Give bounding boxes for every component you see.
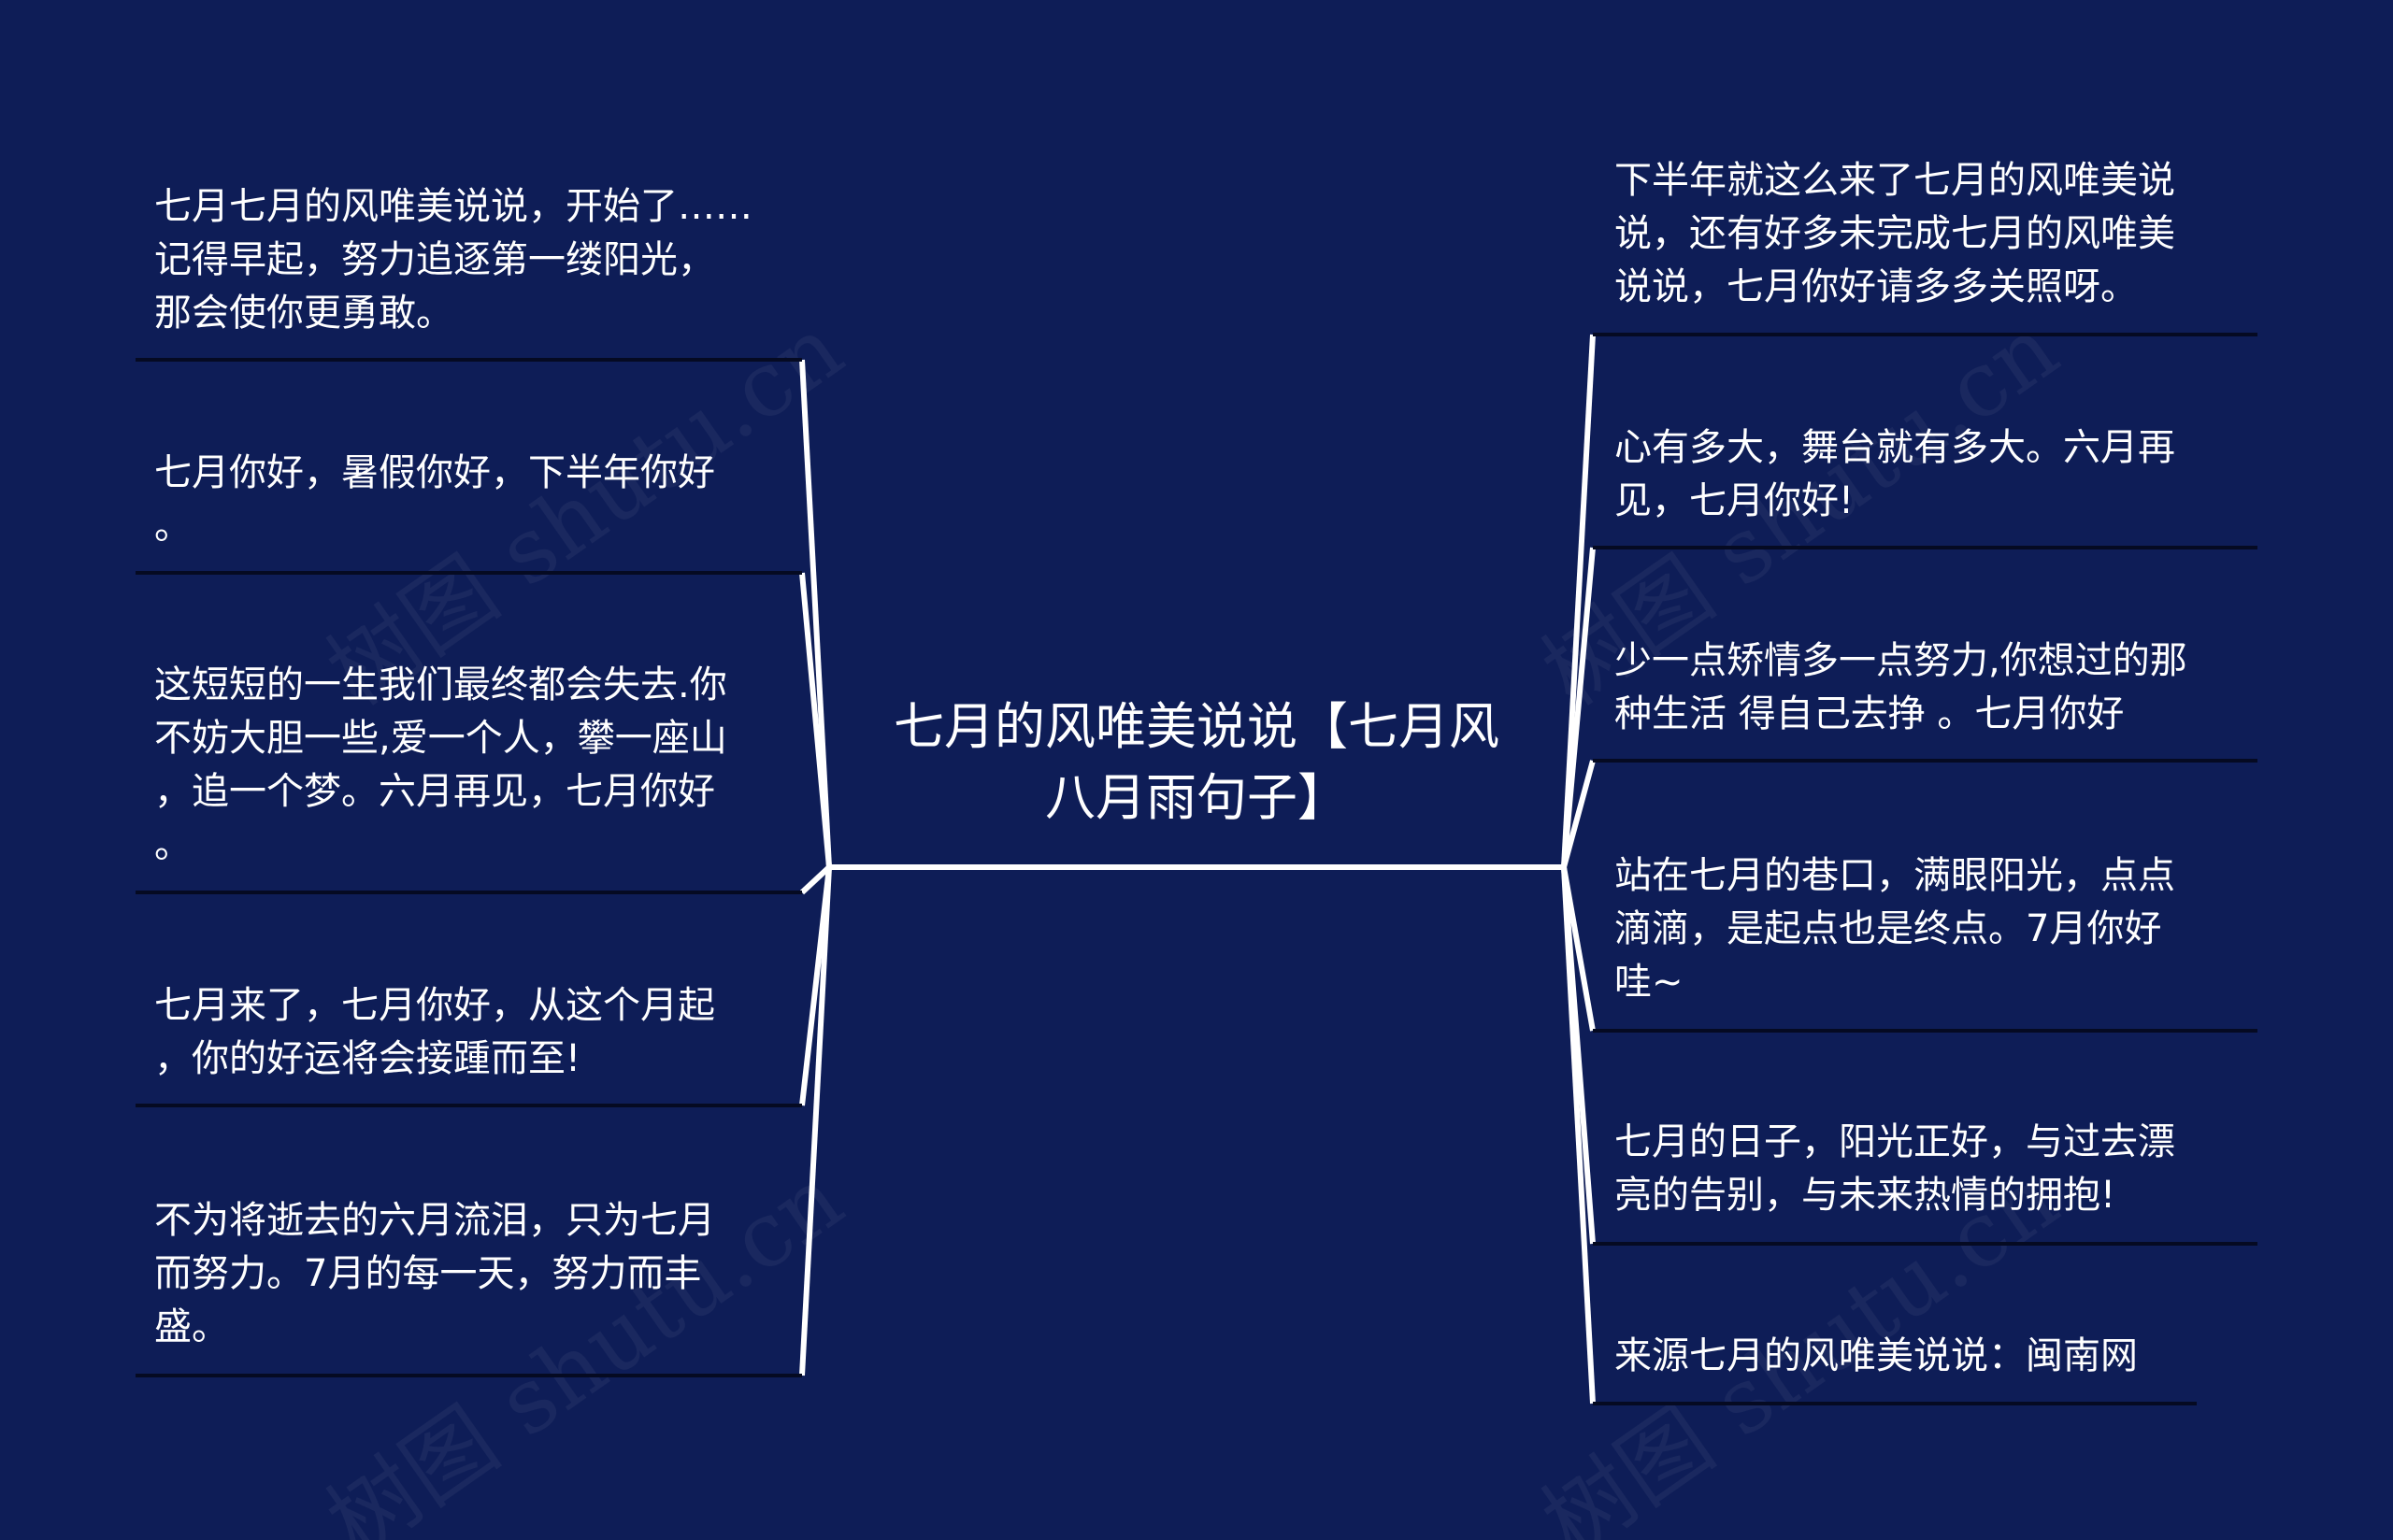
right-node-5[interactable]: 七月的日子，阳光正好，与过去漂 亮的告别，与未来热情的拥抱! (1614, 1120, 2175, 1217)
right-node-6[interactable]: 来源七月的风唯美说说：闽南网 (1614, 1334, 2138, 1377)
left-branch-line (799, 864, 832, 895)
left-node-4[interactable]: 七月来了，七月你好，从这个月起 ，你的好运将会接踵而至! (154, 984, 715, 1080)
root-topic[interactable]: 七月的风唯美说说【七月风八月雨句子】 (894, 697, 1499, 827)
right-node-2[interactable]: 心有多大，舞台就有多大。六月再 见，七月你好! (1614, 426, 2175, 522)
left-node-1[interactable]: 七月七月的风唯美说说，开始了…… 记得早起，努力追逐第一缕阳光， 那会使你更勇敢… (154, 185, 752, 335)
left-branch-line (799, 359, 832, 868)
right-node-1[interactable]: 下半年就这么来了七月的风唯美说 说，还有好多未完成七月的风唯美 说说，七月你好请… (1614, 159, 2175, 308)
right-node-4[interactable]: 站在七月的巷口，满眼阳光，点点 滴滴，是起点也是终点。7月你好 哇~ (1614, 854, 2175, 1004)
left-node-5[interactable]: 不为将逝去的六月流泪，只为七月 而努力。7月的每一天，努力而丰 盛。 (154, 1199, 715, 1348)
left-node-3[interactable]: 这短短的一生我们最终都会失去.你 不妨大胆一些,爱一个人，攀一座山 ，追一个梦。… (154, 663, 727, 866)
right-branch-line (1561, 547, 1596, 868)
right-branch-line (1561, 760, 1596, 868)
left-branch-line (799, 572, 832, 868)
right-node-3[interactable]: 少一点矫情多一点努力,你想过的那 种生活 得自己去挣 。七月你好 (1614, 639, 2187, 735)
right-branch-line (1561, 334, 1596, 868)
left-branch-line (799, 866, 832, 1376)
left-node-2[interactable]: 七月你好，暑假你好，下半年你好 。 (154, 451, 715, 548)
right-branch-line (1561, 866, 1596, 1405)
